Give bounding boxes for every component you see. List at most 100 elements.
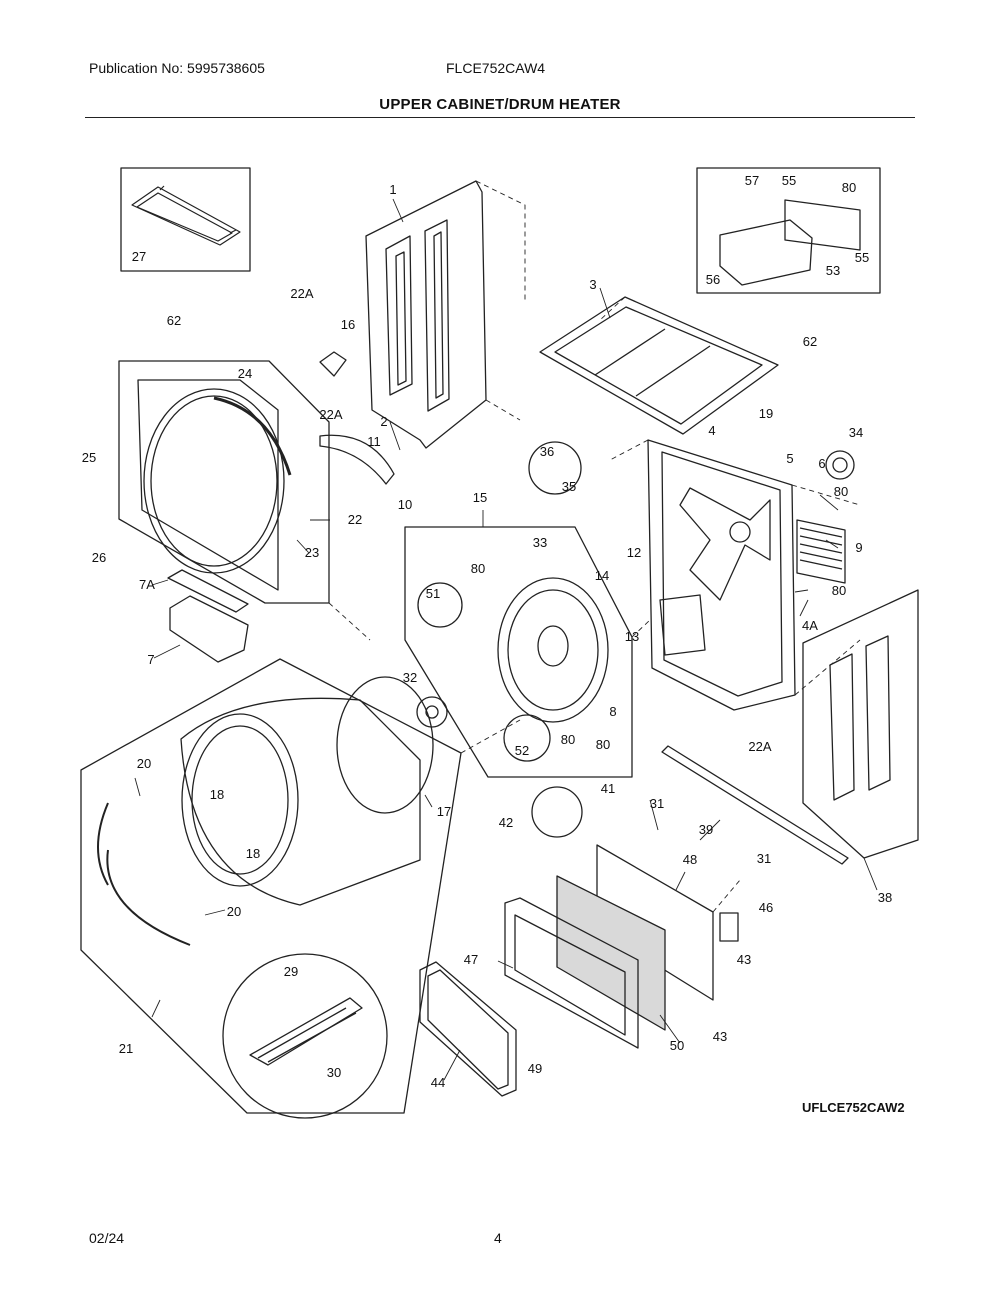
callout-label: 35 <box>561 479 577 494</box>
publication-number: Publication No: 5995738605 <box>89 60 265 76</box>
callout-label: 52 <box>514 743 530 758</box>
callout-label: 18 <box>245 846 261 861</box>
part-7A-strip <box>167 569 249 613</box>
leader-lines <box>134 198 878 1081</box>
inset-box-27 <box>120 167 251 272</box>
callout-label: 24 <box>237 366 253 381</box>
callout-label: 18 <box>209 787 225 802</box>
callout-label: 22A <box>290 286 314 301</box>
callout-label: 39 <box>698 822 714 837</box>
callout-label: 49 <box>527 1061 543 1076</box>
callout-label: 55 <box>854 250 870 265</box>
callout-label: 46 <box>758 900 774 915</box>
part-34-ring <box>825 450 855 480</box>
part-9-vent <box>796 519 846 584</box>
callout-label: 32 <box>402 670 418 685</box>
part-38-side-panel <box>802 589 919 859</box>
page-number: 4 <box>494 1230 502 1246</box>
part-7-bracket <box>169 595 249 663</box>
part-1-side-panel <box>365 180 487 449</box>
part-39-rail <box>661 745 849 865</box>
callout-label: 80 <box>833 484 849 499</box>
callout-label: 41 <box>600 781 616 796</box>
callout-label: 20 <box>226 904 242 919</box>
callout-label: 7A <box>139 577 155 592</box>
callout-label: 23 <box>304 545 320 560</box>
publication-date: 02/24 <box>89 1230 125 1246</box>
callout-label: 62 <box>802 334 818 349</box>
callout-label: 5 <box>786 451 794 466</box>
callout-label: 17 <box>436 804 452 819</box>
callout-label: 11 <box>367 434 381 449</box>
part-15-heater-box <box>404 526 633 778</box>
callout-label: 22A <box>319 407 343 422</box>
callout-label: 31 <box>756 851 772 866</box>
callout-label: 22 <box>347 512 363 527</box>
callout-label: 16 <box>340 317 356 332</box>
callout-label: 80 <box>831 583 847 598</box>
callout-label: 22A <box>748 739 772 754</box>
callout-label: 7 <box>147 652 155 667</box>
callout-label: 29 <box>283 964 299 979</box>
callout-label: 34 <box>848 425 864 440</box>
part-47-50-housing <box>419 844 739 1097</box>
callout-label: 14 <box>594 568 610 583</box>
callout-label: 25 <box>81 450 97 465</box>
callout-label: 47 <box>463 952 479 967</box>
part-3-top-panel <box>539 296 779 435</box>
callout-label: 19 <box>758 406 774 421</box>
callout-label: 80 <box>841 180 857 195</box>
callout-label: 3 <box>589 277 597 292</box>
callout-label: 15 <box>472 490 488 505</box>
callout-label: 55 <box>781 173 797 188</box>
page-title: UPPER CABINET/DRUM HEATER <box>379 96 621 113</box>
callout-label: 51 <box>425 586 441 601</box>
callout-label: 13 <box>624 629 640 644</box>
callout-label: 8 <box>609 704 617 719</box>
callout-label: 4 <box>708 423 716 438</box>
part-4-rear-panel <box>647 439 796 711</box>
callout-label: 2 <box>380 414 388 429</box>
part-16 <box>319 351 347 377</box>
callout-label: 20 <box>136 756 152 771</box>
callout-label: 44 <box>430 1075 446 1090</box>
inset-41 <box>531 786 583 838</box>
callout-label: 62 <box>166 313 182 328</box>
callout-label: 26 <box>91 550 107 565</box>
callout-label: 56 <box>705 272 721 287</box>
figure-code: UFLCE752CAW2 <box>802 1100 905 1115</box>
callout-label: 43 <box>736 952 752 967</box>
detail-29-30 <box>222 953 388 1119</box>
model-number: FLCE752CAW4 <box>446 60 546 76</box>
callout-label: 33 <box>532 535 548 550</box>
inset-36-35 <box>528 441 582 495</box>
callout-label: 27 <box>131 249 147 264</box>
callout-label: 38 <box>877 890 893 905</box>
callout-label: 80 <box>560 732 576 747</box>
part-53-56-control <box>719 199 861 286</box>
callout-label: 80 <box>470 561 486 576</box>
alignment-lines <box>328 180 861 913</box>
callout-label: 31 <box>649 796 665 811</box>
part-22-front-panel <box>118 360 330 604</box>
inset-box-control <box>696 167 881 294</box>
callout-label: 12 <box>626 545 642 560</box>
part-21-drum-outline <box>80 658 462 1114</box>
callout-label: 36 <box>539 444 555 459</box>
callout-label: 57 <box>744 173 760 188</box>
callout-label: 42 <box>498 815 514 830</box>
callout-label: 10 <box>397 497 413 512</box>
callout-label: 21 <box>118 1041 134 1056</box>
callout-label: 48 <box>682 852 698 867</box>
header-rule <box>85 117 915 118</box>
callout-label: 6 <box>818 456 826 471</box>
callout-label: 9 <box>855 540 863 555</box>
callout-label: 53 <box>825 263 841 278</box>
part-10-seal <box>319 434 395 485</box>
part-27-handle <box>131 185 241 246</box>
callout-label: 4A <box>802 618 818 633</box>
callout-label: 50 <box>669 1038 685 1053</box>
callout-label: 30 <box>326 1065 342 1080</box>
callout-label: 80 <box>595 737 611 752</box>
